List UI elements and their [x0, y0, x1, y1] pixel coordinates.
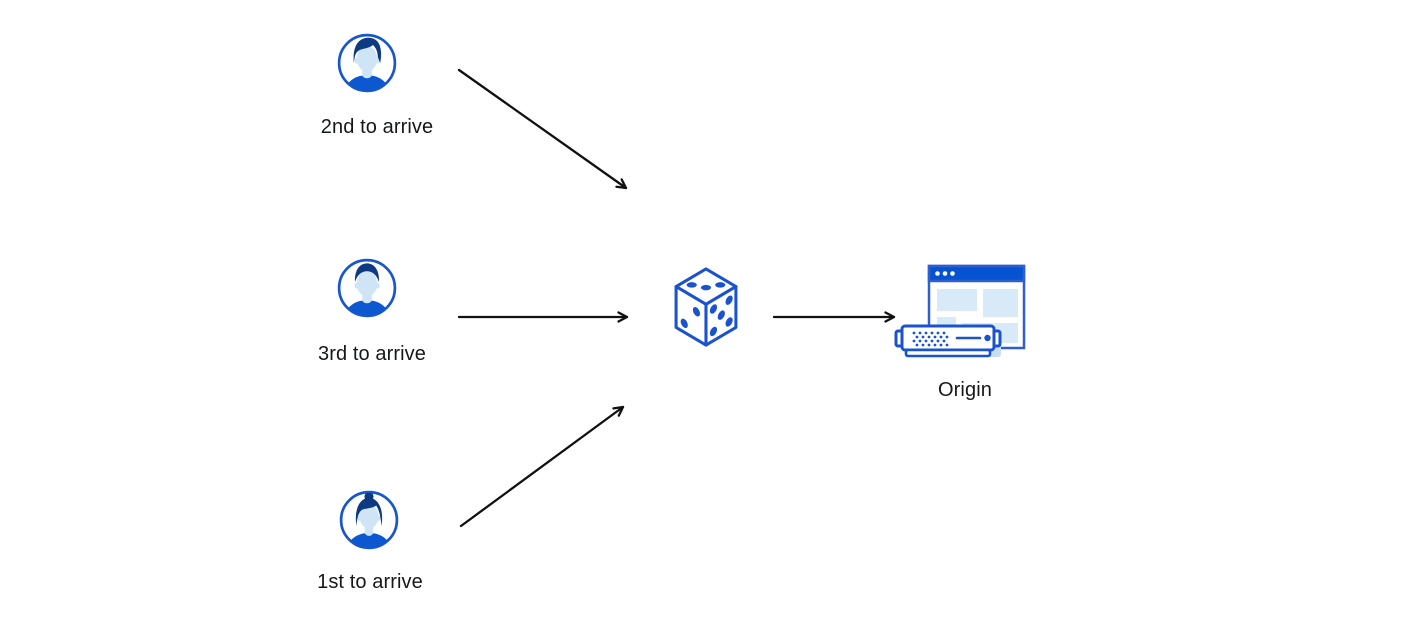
dice-icon	[674, 267, 738, 347]
male-avatar-short-hair-icon	[337, 258, 397, 318]
arrow-first-to-dice	[459, 405, 625, 528]
visitor-label-first: 1st to arrive	[317, 571, 423, 593]
origin-label: Origin	[938, 379, 992, 401]
visitor-label-third: 3rd to arrive	[317, 343, 426, 365]
visitor-node-third	[337, 258, 397, 318]
origin-node	[892, 258, 1032, 363]
visitor-label-second: 2nd to arrive	[320, 116, 434, 138]
randomizer-node	[672, 266, 740, 348]
female-avatar-bun-icon	[339, 490, 399, 550]
visitor-node-second	[337, 33, 397, 93]
browser-window-server-icon	[894, 264, 1026, 358]
visitor-node-first	[339, 490, 399, 550]
male-avatar-swept-hair-icon	[337, 33, 397, 93]
